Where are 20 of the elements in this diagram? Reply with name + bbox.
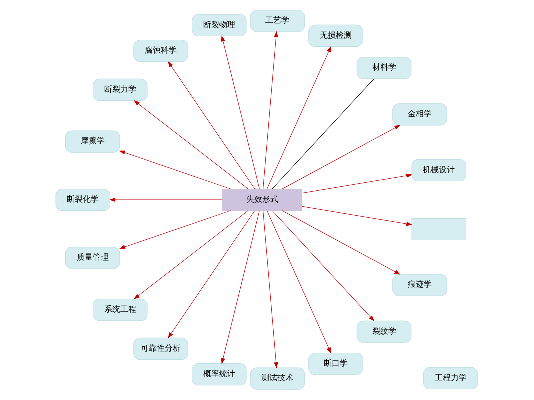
arrow xyxy=(119,150,232,190)
arrow xyxy=(263,31,278,190)
arrow xyxy=(272,210,375,322)
arrow xyxy=(302,174,413,194)
arrow xyxy=(221,36,260,190)
arrow xyxy=(282,125,401,190)
arrow xyxy=(221,210,260,364)
arrow xyxy=(168,61,256,190)
arrow xyxy=(267,46,332,190)
arrow xyxy=(119,210,232,250)
connector xyxy=(272,78,374,190)
arrow xyxy=(263,210,278,369)
arrow xyxy=(267,210,332,354)
arrow xyxy=(282,210,401,275)
arrow xyxy=(168,210,256,339)
arrow xyxy=(110,198,223,202)
arrow xyxy=(134,210,249,300)
node-box xyxy=(412,218,467,241)
arrow xyxy=(134,100,249,190)
arrow xyxy=(302,206,413,226)
